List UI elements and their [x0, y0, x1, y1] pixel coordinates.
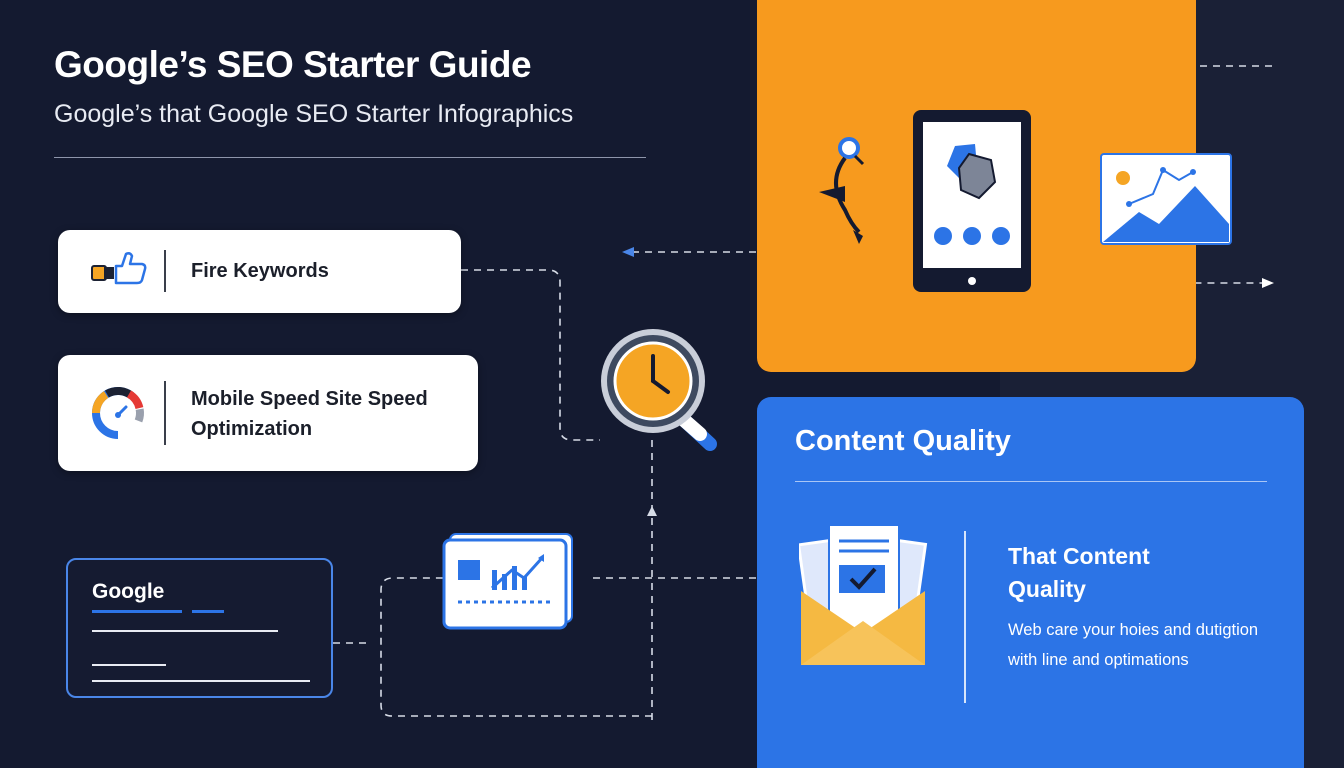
content-quality-divider	[795, 481, 1267, 482]
clock-magnifier-icon	[601, 329, 717, 451]
arrow-up-head	[647, 506, 657, 516]
result-line-accent	[92, 610, 182, 613]
target-pointer-icon	[819, 137, 865, 244]
content-quality-subtitle: That Content Quality	[1008, 540, 1228, 606]
content-quality-subtitle-line2: Quality	[1008, 576, 1086, 602]
thumbs-up-icon	[91, 252, 147, 285]
content-quality-title: Content Quality	[795, 425, 1011, 457]
connector-loop	[380, 577, 652, 717]
arrow-left-head	[622, 247, 634, 257]
content-quality-body-line2: with line and optimations	[1008, 651, 1189, 669]
keywords-card-label: Fire Keywords	[191, 260, 329, 282]
content-quality-panel: Content Quality That Content Quality Web…	[757, 397, 1304, 768]
arrow-right-head	[1262, 278, 1274, 288]
content-quality-vertical-divider	[964, 531, 966, 703]
connector-keywords-to-clock	[461, 269, 600, 441]
analytics-card-icon	[442, 533, 573, 630]
title-divider	[54, 157, 646, 158]
speed-card[interactable]: Mobile Speed Site Speed Optimization	[58, 355, 478, 471]
speed-card-label-line1: Mobile Speed Site Speed	[191, 388, 428, 410]
content-quality-subtitle-line1: That Content	[1008, 543, 1150, 569]
content-quality-body: Web care your hoies and dutigtion with l…	[1008, 615, 1298, 675]
result-line	[92, 664, 166, 666]
keywords-card-divider	[164, 250, 166, 292]
speed-card-label-line2: Optimization	[191, 418, 313, 440]
document-envelope-icon	[799, 524, 928, 665]
speed-gauge-icon	[92, 386, 144, 439]
speed-card-divider	[164, 381, 166, 445]
google-label: Google	[92, 580, 165, 603]
page-title: Google’s SEO Starter Guide	[54, 44, 532, 85]
page-subtitle: Google’s that Google SEO Starter Infogra…	[54, 100, 574, 128]
result-line	[92, 630, 278, 632]
result-line-accent-short	[192, 610, 224, 613]
growth-chart-image-icon	[1100, 153, 1232, 245]
result-line	[92, 680, 310, 682]
google-search-card[interactable]: Google	[66, 558, 333, 698]
keywords-card[interactable]: Fire Keywords	[58, 230, 461, 313]
mobile-panel	[757, 0, 1232, 372]
content-quality-body-line1: Web care your hoies and dutigtion	[1008, 621, 1259, 639]
smartphone-icon	[913, 110, 1031, 292]
